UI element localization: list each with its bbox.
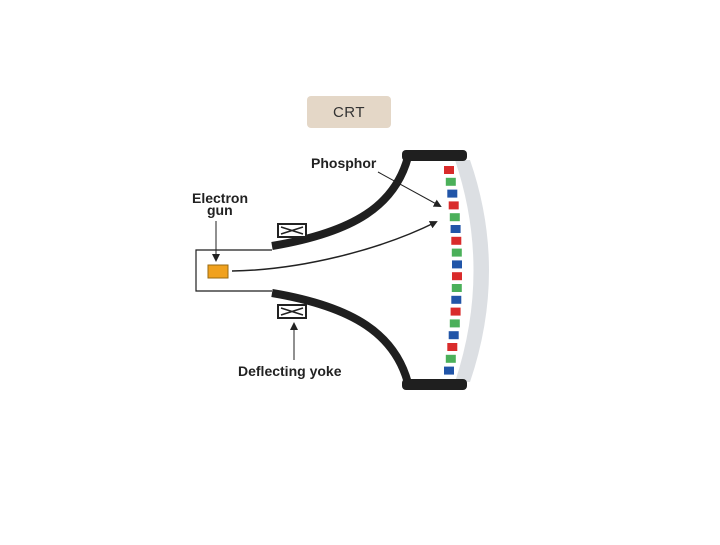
tube-neck (195, 249, 272, 292)
phosphor-dot-red (451, 236, 462, 245)
phosphor-label: Phosphor (311, 155, 377, 171)
phosphor-dot-red (452, 272, 462, 281)
phosphor-dot-green (445, 354, 456, 363)
deflecting-yoke-bottom (277, 304, 307, 319)
electron-gun-label-line1: Electron (192, 190, 249, 206)
tube-upper-wall (271, 155, 412, 250)
phosphor-dot-red (447, 343, 458, 351)
phosphor-dot-green (451, 284, 462, 292)
phosphor-dot-blue (447, 189, 458, 198)
deflecting-yoke-top (277, 223, 307, 238)
phosphor-dot-blue (452, 260, 462, 269)
screen-glass (455, 160, 489, 382)
phosphor-dot-blue (444, 366, 454, 375)
phosphor-dot-green (445, 177, 456, 186)
diagram-title: CRT (307, 96, 391, 128)
electron-gun-label-line2: gun (207, 202, 233, 218)
electron-gun (207, 264, 229, 279)
screen-frame-bottom (402, 379, 467, 390)
phosphor-dot-blue (451, 295, 462, 304)
phosphor-dot-blue (448, 331, 459, 340)
phosphor-dot-green (449, 319, 460, 328)
phosphor-dot-green (451, 248, 462, 257)
screen-frame-top (402, 150, 467, 161)
phosphor-dot-red (448, 201, 459, 210)
electron-beam-arrow (231, 221, 438, 272)
tube-lower-wall (271, 289, 412, 385)
phosphor-dot-strip (444, 166, 462, 375)
phosphor-dot-blue (450, 225, 461, 233)
phosphor-leader-arrow (377, 171, 442, 207)
phosphor-dot-green (449, 213, 460, 222)
phosphor-dot-red (450, 307, 461, 316)
deflecting-yoke-label: Deflecting yoke (238, 363, 342, 379)
phosphor-dot-red (444, 166, 454, 174)
